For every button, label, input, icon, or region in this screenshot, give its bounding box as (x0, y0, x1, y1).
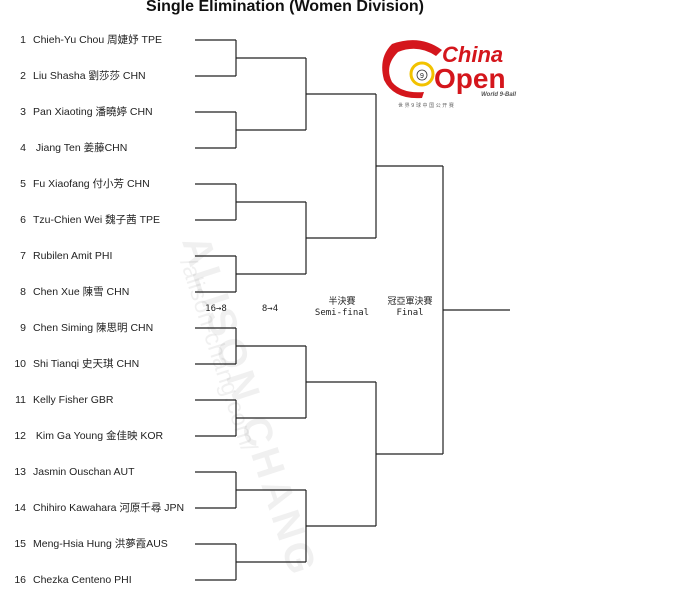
player-entry: 13 Jasmin Ouschan AUT (0, 464, 135, 480)
player-entry: 6 Tzu-Chien Wei 魏子茜 TPE (0, 212, 160, 228)
player-entry: 10 Shi Tianqi 史天琪 CHN (0, 356, 139, 372)
player-name: Pan Xiaoting 潘曉婷 CHN (33, 106, 153, 118)
player-seed: 1 (20, 34, 26, 46)
logo-sub: World 9-Ball (481, 92, 516, 98)
player-name: Chezka Centeno PHI (33, 574, 132, 586)
round-label-final: 冠亞軍決賽 Final (380, 297, 440, 319)
player-entry: 14 Chihiro Kawahara 河原千尋 JPN (0, 500, 184, 516)
page-title: Single Elimination (Women Division) (146, 0, 424, 15)
logo-cn: 世 界 9 球 中 国 公 开 赛 (398, 102, 454, 109)
player-entry: 3 Pan Xiaoting 潘曉婷 CHN (0, 104, 153, 120)
player-name: Meng-Hsia Hung 洪夢霞AUS (33, 538, 168, 550)
round-label-16-8: 16→8 (205, 304, 227, 314)
player-entry: 9 Chen Siming 陳思明 CHN (0, 320, 153, 336)
player-seed: 10 (14, 358, 26, 370)
final-cn: 冠亞軍決賽 (387, 297, 433, 307)
player-name: Liu Shasha 劉莎莎 CHN (33, 70, 146, 82)
player-seed: 13 (14, 466, 26, 478)
player-name: Chen Xue 陳雪 CHN (33, 286, 130, 298)
logo-ball: 9 (420, 73, 424, 80)
final-en: Final (396, 308, 424, 318)
player-seed: 16 (14, 574, 26, 586)
player-entry: 15 Meng-Hsia Hung 洪夢霞AUS (0, 536, 168, 552)
player-seed: 8 (20, 286, 26, 298)
player-entry: 4 Jiang Ten 姜藤CHN (0, 140, 127, 156)
player-seed: 15 (14, 538, 26, 550)
player-entry: 8 Chen Xue 陳雪 CHN (0, 284, 129, 300)
semifinal-en: Semi-final (314, 308, 370, 318)
player-name: Rubilen Amit PHI (33, 250, 113, 262)
player-entry: 12 Kim Ga Young 金佳映 KOR (0, 428, 163, 444)
round-label-8-4: 8→4 (261, 304, 279, 314)
player-seed: 2 (20, 70, 26, 82)
player-seed: 3 (20, 106, 26, 118)
logo-china: China (442, 42, 503, 67)
player-seed: 14 (14, 502, 26, 514)
player-entry: 5 Fu Xiaofang 付小芳 CHN (0, 176, 150, 192)
player-name: Kelly Fisher GBR (33, 394, 114, 406)
player-seed: 5 (20, 178, 26, 190)
player-seed: 6 (20, 214, 26, 226)
player-name: Tzu-Chien Wei 魏子茜 TPE (33, 214, 160, 226)
player-entry: 7 Rubilen Amit PHI (0, 248, 112, 264)
player-entry: 16 Chezka Centeno PHI (0, 572, 132, 588)
player-seed: 4 (20, 142, 26, 154)
player-name: Chieh-Yu Chou 周婕妤 TPE (33, 34, 162, 46)
player-name: Chen Siming 陳思明 CHN (33, 322, 154, 334)
player-name: Shi Tianqi 史天琪 CHN (33, 358, 140, 370)
player-entry: 1 Chieh-Yu Chou 周婕妤 TPE (0, 32, 162, 48)
player-name: Kim Ga Young 金佳映 KOR (33, 430, 164, 442)
semifinal-cn: 半決賽 (328, 297, 356, 307)
player-seed: 9 (20, 322, 26, 334)
player-name: Chihiro Kawahara 河原千尋 JPN (33, 502, 185, 514)
player-seed: 11 (15, 394, 26, 406)
player-entry: 2 Liu Shasha 劉莎莎 CHN (0, 68, 146, 84)
player-seed: 12 (14, 430, 26, 442)
player-entry: 11 Kelly Fisher GBR (0, 392, 114, 408)
player-name: Jiang Ten 姜藤CHN (33, 142, 128, 154)
player-seed: 7 (20, 250, 26, 262)
china-open-logo: 9 China Open World 9-Ball 世 界 9 球 中 国 公 … (382, 40, 516, 109)
logo-open: Open (434, 63, 506, 94)
player-name: Jasmin Ouschan AUT (33, 466, 135, 478)
player-name: Fu Xiaofang 付小芳 CHN (33, 178, 150, 190)
round-label-semifinal: 半決賽 Semi-final (310, 297, 374, 319)
